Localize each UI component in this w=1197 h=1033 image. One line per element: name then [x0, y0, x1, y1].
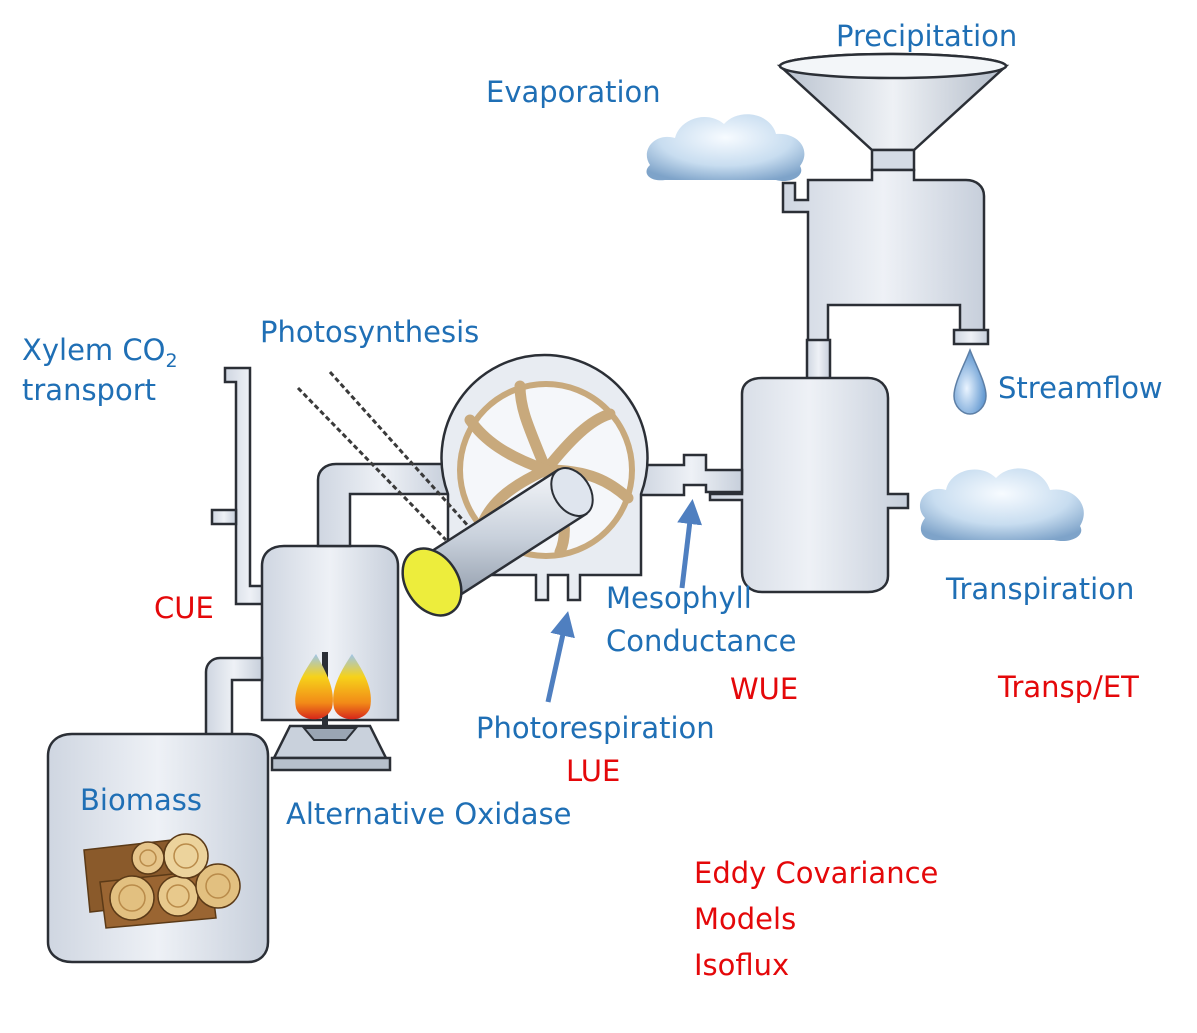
conductance-label: Conductance [606, 624, 797, 658]
crank-cylinder [401, 467, 594, 617]
transpiration-cloud [919, 468, 1084, 542]
xylem-transport-label: transport [22, 373, 156, 407]
method-isoflux: Isoflux [694, 948, 790, 982]
chain-left [296, 386, 448, 542]
wood-logs-icon [83, 833, 241, 929]
xylem-co2-label: Xylem CO2 [22, 332, 178, 374]
mesophyll-arrow [677, 499, 703, 589]
streamflow-label: Streamflow [998, 371, 1163, 405]
photorespiration-label: Photorespiration [476, 711, 715, 745]
biomass-label: Biomass [80, 783, 202, 817]
flame-right-icon [333, 654, 371, 720]
photorespiration-arrow [545, 611, 575, 703]
water-pipes [639, 168, 990, 594]
methods-list: Eddy Covariance Models Isoflux [694, 850, 938, 988]
carbon-pipe-lower [204, 656, 264, 740]
evaporation-label: Evaporation [486, 75, 661, 109]
xylem-co2-text: Xylem CO [22, 333, 166, 367]
method-eddy-covariance: Eddy Covariance [694, 856, 939, 890]
streamflow-drop [953, 347, 987, 415]
evaporation-cloud [646, 114, 805, 182]
precipitation-funnel [776, 52, 1010, 172]
wue-label: WUE [730, 672, 799, 706]
flame-left-icon [295, 654, 333, 720]
chain-right [328, 370, 472, 530]
method-models: Models [694, 902, 797, 936]
lue-label: LUE [566, 754, 621, 788]
xylem-co2-subscript: 2 [165, 349, 178, 372]
photosynthesis-label: Photosynthesis [260, 315, 480, 349]
transp-et-label: Transp/ET [998, 670, 1139, 704]
respiration-furnace [260, 544, 400, 772]
transpiration-label: Transpiration [946, 572, 1135, 606]
precipitation-label: Precipitation [836, 19, 1018, 53]
cue-label: CUE [154, 591, 214, 625]
alternative-oxidase-label: Alternative Oxidase [286, 797, 572, 831]
mesophyll-label: Mesophyll [606, 581, 752, 615]
